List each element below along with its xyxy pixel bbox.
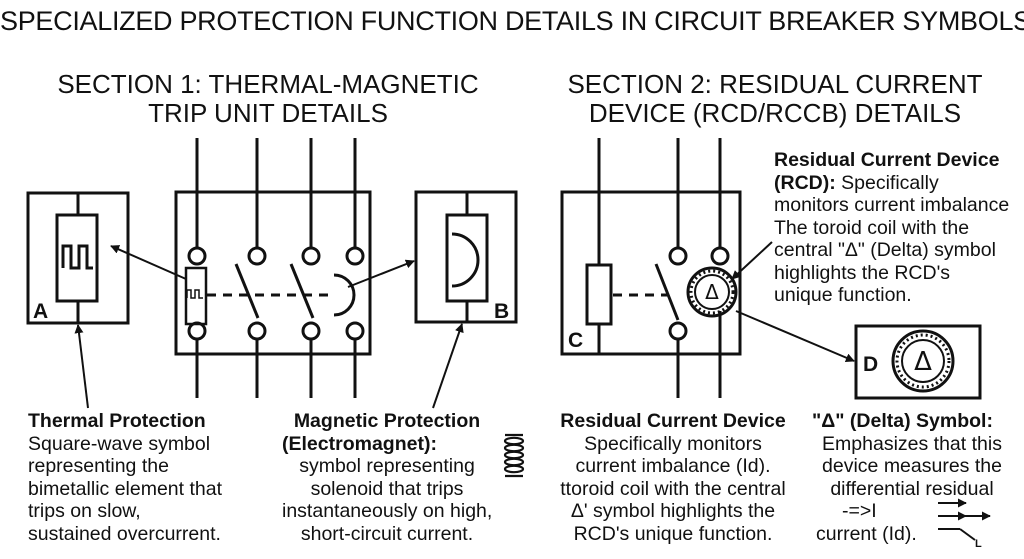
section2-heading-line1: SECTION 2: RESIDUAL CURRENT (567, 69, 983, 99)
thermal-caption-line3: bimetallic element that (28, 477, 223, 500)
section1-heading: SECTION 1: THERMAL-MAGNETIC TRIP UNIT DE… (28, 70, 508, 128)
magnetic-caption-line4: short-circuit current. (300, 522, 474, 545)
rcd-caption-line5: RCD's unique function. (573, 522, 773, 545)
magnetic-caption-title1: Magnetic Protection (293, 410, 481, 432)
magnetic-caption: Magnetic Protection (Electromagnet): sym… (282, 410, 492, 545)
label-a: A (33, 300, 48, 323)
current-flow-icon-label: L (975, 538, 982, 550)
thermal-caption-line4: trips on slow, (28, 500, 141, 522)
rcd-note-line1: Specifically (835, 171, 939, 194)
delta-caption-line3: differential residual (830, 477, 994, 500)
rcd-caption: Residual Current Device Specifically mon… (550, 410, 796, 545)
delta-caption-line1: Emphasizes that this (822, 432, 1002, 455)
delta-caption: "Δ" (Delta) Symbol: Emphasizes that this… (812, 410, 1012, 545)
section2-heading-line2: DEVICE (RCD/RCCB) DETAILS (588, 98, 962, 128)
rcd-caption-line3: ttoroid coil with the central (560, 477, 786, 500)
rcd-caption-line1: Specifically monitors (584, 432, 762, 455)
thermal-caption: Thermal Protection Square-wave symbol re… (28, 410, 222, 545)
solenoid-coil-icon (503, 433, 525, 478)
page-title: SPECIALIZED PROTECTION FUNCTION DETAILS … (0, 6, 1024, 36)
thermal-detail-box (26, 191, 130, 325)
thermal-magnetic-breaker-symbol (174, 138, 372, 398)
current-flow-icon (938, 498, 991, 541)
rcd-caption-line4: Δ' symbol highlights the (570, 500, 776, 522)
toroid-coil-icon (686, 266, 738, 318)
delta-caption-line2: device measures the (822, 455, 1002, 477)
box-d-delta-symbol: Δ (914, 347, 932, 377)
thermal-caption-line5: sustained overcurrent. (28, 522, 221, 545)
electromagnet-icon (451, 232, 480, 288)
section1-heading-line2: TRIP UNIT DETAILS (148, 98, 388, 128)
delta-caption-line5: current (Id). (816, 522, 917, 545)
rcd-note-line6: unique function. (774, 284, 912, 306)
rcd-note-line5: highlights the RCD's (774, 261, 951, 284)
delta-caption-line4: -=>I (842, 500, 877, 522)
rcd-side-note: Residual Current Device (RCD): Specifica… (774, 149, 1009, 307)
label-b: B (494, 300, 509, 323)
magnetic-caption-line1: symbol representing (299, 455, 475, 477)
thermal-caption-line2: representing the (28, 455, 169, 477)
section1-heading-line1: SECTION 1: THERMAL-MAGNETIC (57, 69, 479, 99)
magnetic-caption-title2: (Electromagnet): (282, 432, 437, 455)
section2-heading: SECTION 2: RESIDUAL CURRENT DEVICE (RCD/… (545, 70, 1005, 128)
magnetic-caption-line2: solenoid that trips (310, 477, 464, 500)
rcd-caption-line2: current imbalance (Id). (575, 455, 771, 477)
rcd-note-line3: The toroid coil with the (774, 216, 970, 239)
thermal-caption-line1: Square-wave symbol (28, 432, 211, 455)
toroid-delta-symbol: Δ (705, 280, 719, 304)
label-c: C (568, 329, 583, 352)
delta-detail-box (854, 324, 982, 400)
delta-caption-title: "Δ" (Delta) Symbol: (812, 410, 993, 432)
magnetic-caption-line3: instantaneously on high, (282, 500, 493, 522)
thermal-caption-title: Thermal Protection (28, 410, 206, 432)
label-d: D (863, 353, 878, 376)
rcd-note-line2: monitors current imbalance (774, 194, 1010, 216)
rcd-breaker-symbol (560, 138, 742, 398)
rcd-caption-title: Residual Current Device (560, 410, 786, 432)
square-wave-icon (61, 244, 93, 270)
rcd-note-title1: Residual Current Device (774, 149, 1000, 171)
callout-arrows (74, 241, 855, 409)
magnetic-detail-box (414, 190, 518, 324)
rcd-note-line4: central "Δ" (Delta) symbol (774, 239, 996, 261)
rcd-note-title2: (RCD): (774, 171, 836, 194)
